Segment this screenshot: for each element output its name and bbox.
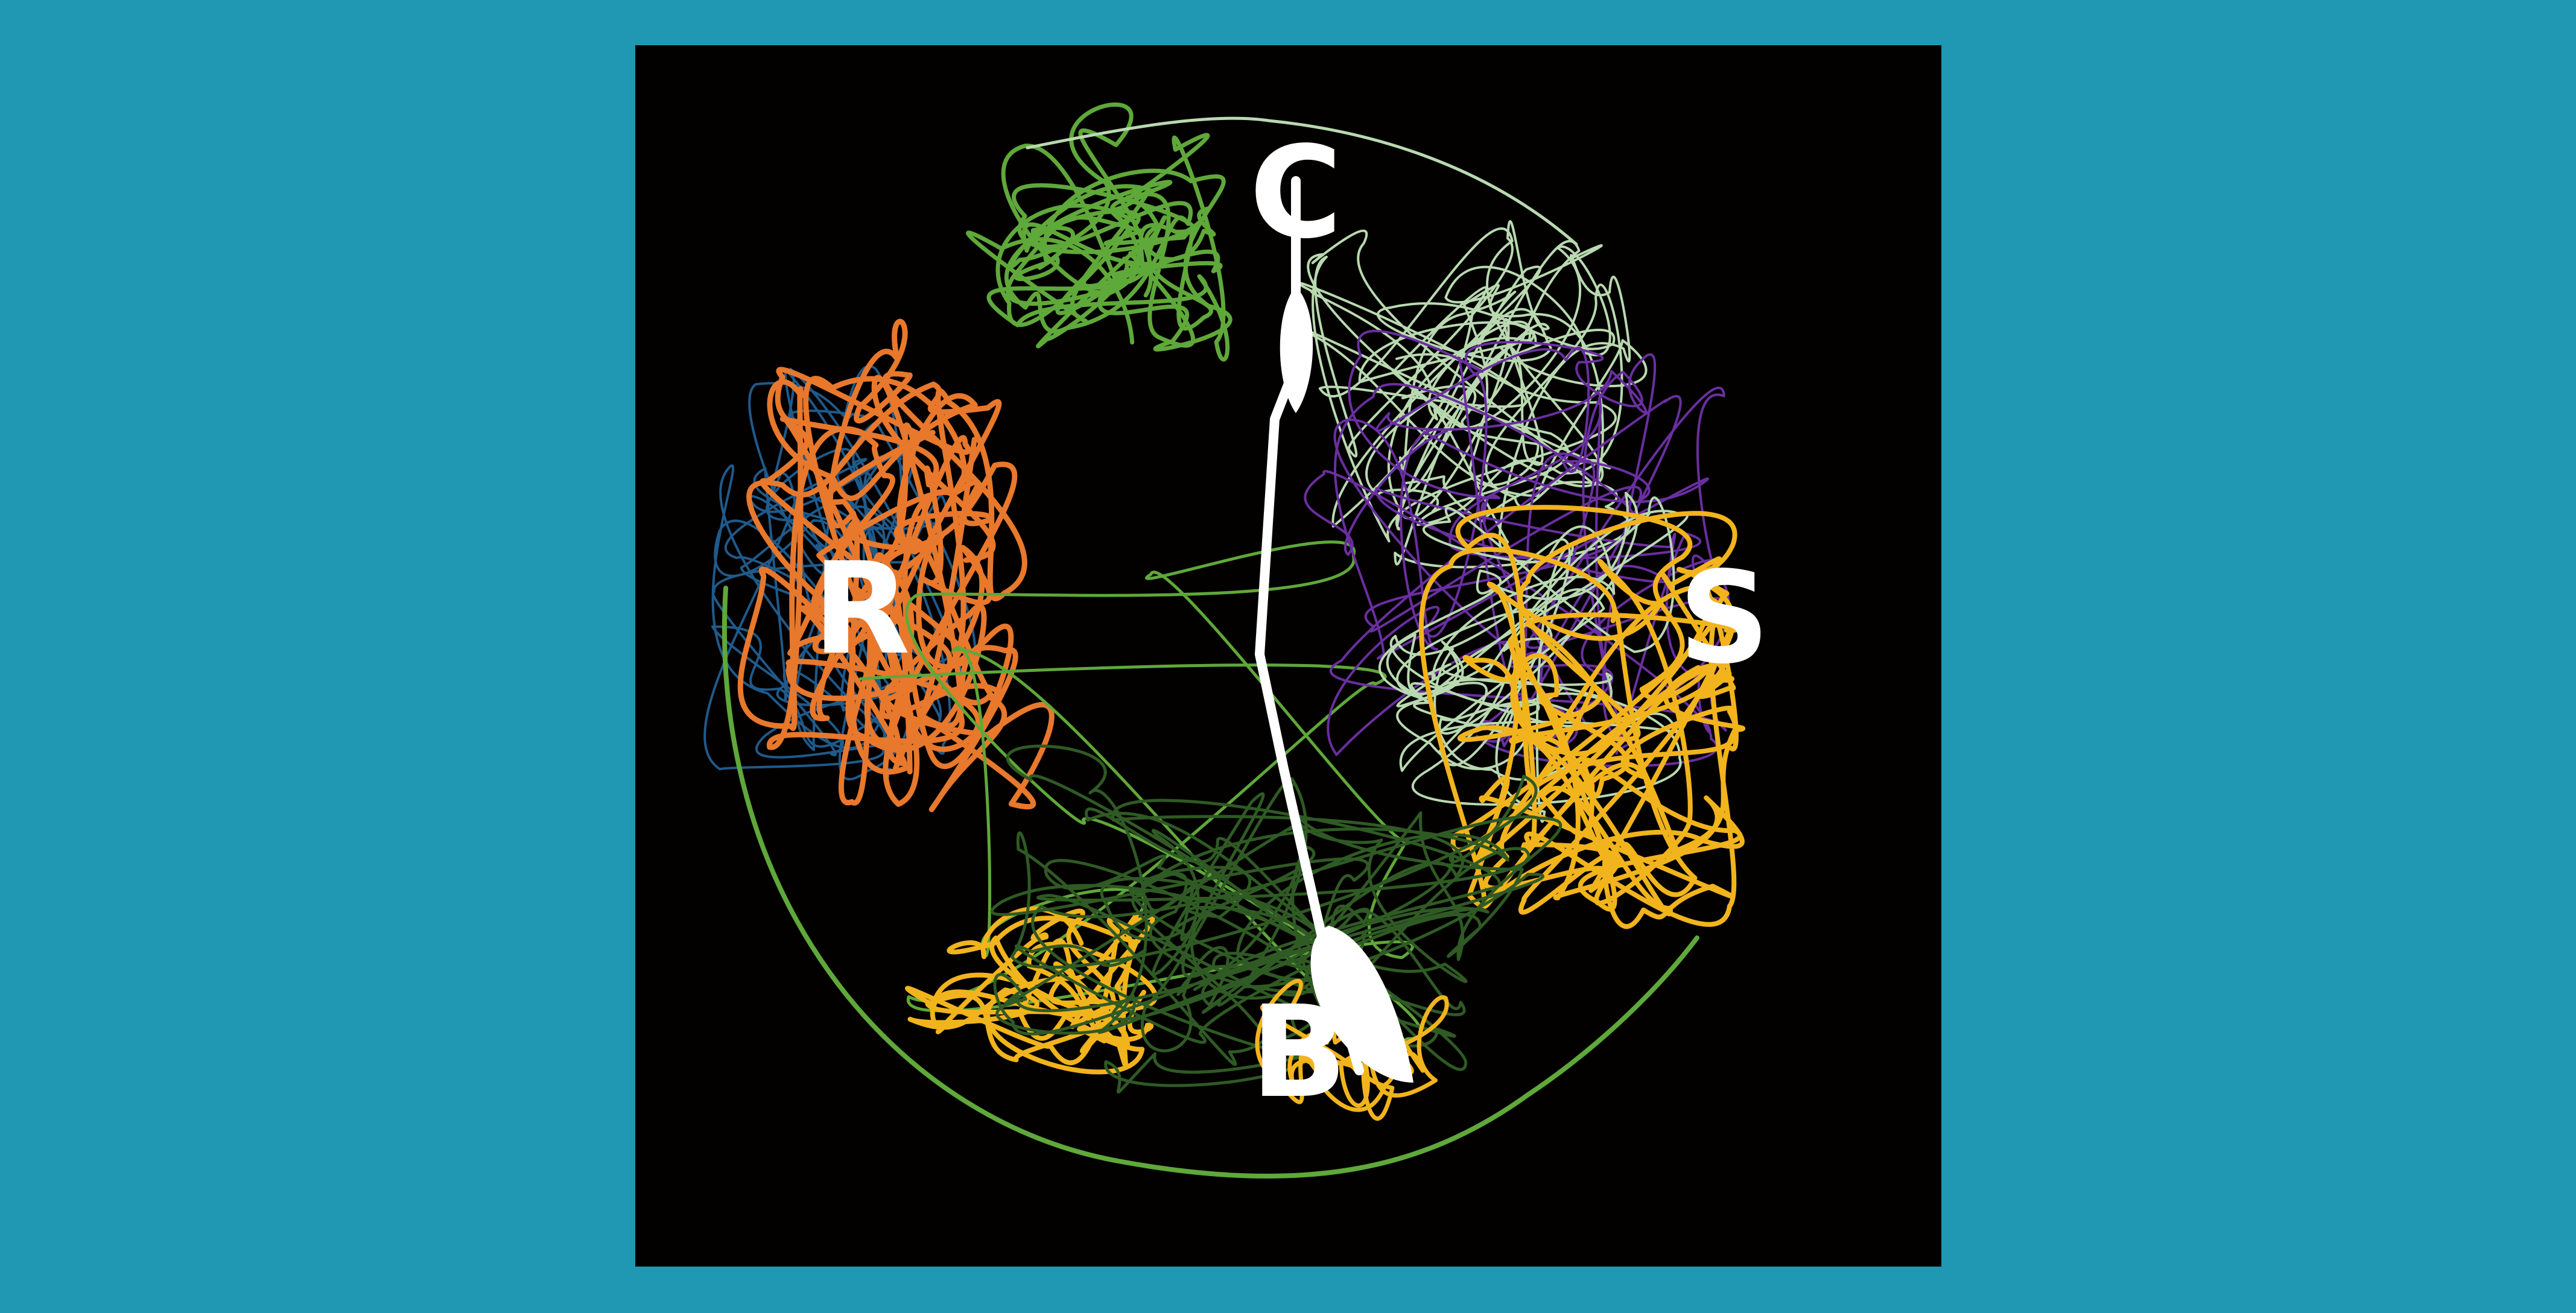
trajectory-trace (966, 102, 1232, 362)
trajectory-canvas (703, 102, 1746, 1179)
region-label-c: C (1249, 119, 1343, 267)
trajectory-trace (1026, 116, 1578, 246)
region-label-r: R (813, 535, 910, 683)
trajectory-trace (737, 318, 1055, 812)
region-label-s: S (1678, 544, 1770, 692)
trajectory-trace (722, 586, 1699, 1179)
tail-blob (1310, 926, 1413, 1083)
head-blob (1280, 286, 1313, 413)
trajectory-trace (1419, 505, 1746, 929)
trajectory-trace (1378, 492, 1689, 823)
trajectory-trace (1296, 220, 1648, 569)
region-label-b: B (1250, 978, 1348, 1126)
connecting-path (1255, 176, 1413, 1083)
trajectory-trace (990, 744, 1562, 1093)
trajectory-diagram: C R S B (635, 45, 1941, 1267)
